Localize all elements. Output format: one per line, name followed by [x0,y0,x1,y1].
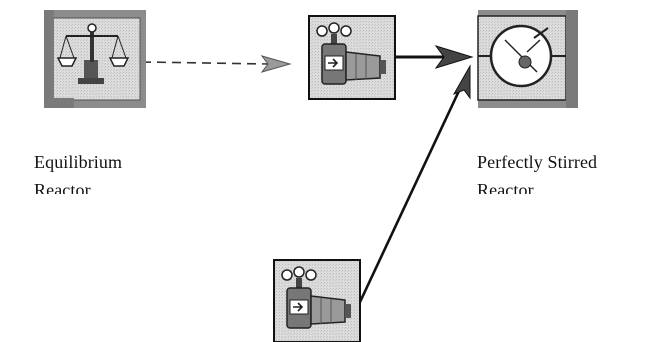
valve-mixer-icon [316,22,386,85]
mixer-top-node[interactable] [308,15,396,100]
stirred-tank-icon [478,24,566,88]
equilibrium-reactor-node[interactable] [44,10,146,108]
perfectly-stirred-reactor-node[interactable] [477,10,578,108]
equilibrium-reactor-label-line-1: Equilibrium [34,152,123,172]
edge-mixer-top-to-stirred-reactor [393,45,474,69]
edge-equilibrium-to-mixer [141,55,292,73]
perfectly-stirred-reactor-label: Perfectly Stirred Reactor [477,148,597,194]
perfectly-stirred-reactor-label-line-2: Reactor [477,180,534,194]
mixer-bottom-node[interactable] [273,259,361,342]
arrowhead-icon [434,45,474,69]
valve-mixer-icon [281,266,351,329]
equilibrium-reactor-label: Equilibrium Reactor [34,148,122,194]
balance-scale-icon [56,23,130,84]
edge-mixer-bottom-to-stirred-reactor [358,64,471,303]
equilibrium-reactor-label-line-2: Reactor [34,180,91,194]
arrowhead-icon [452,64,471,100]
perfectly-stirred-reactor-label-line-1: Perfectly Stirred [477,152,598,172]
arrowhead-icon [260,55,292,73]
